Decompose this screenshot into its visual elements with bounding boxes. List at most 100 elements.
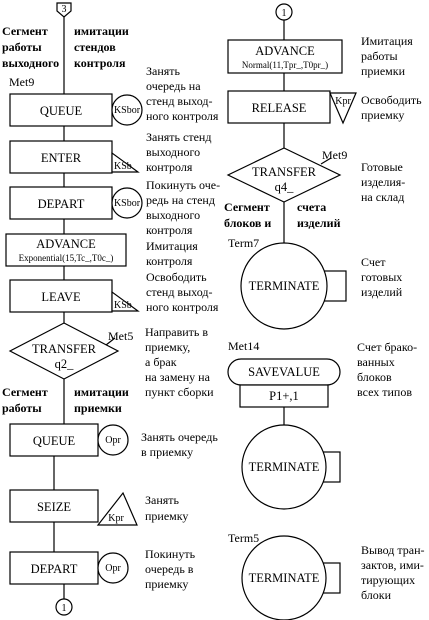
svg-text:QUEUE: QUEUE <box>33 434 76 448</box>
right-top-connector: 1 <box>275 3 293 21</box>
svg-text:контроля: контроля <box>146 160 193 174</box>
svg-text:изделия-: изделия- <box>361 175 405 189</box>
svg-text:работы: работы <box>361 49 398 63</box>
svg-text:зактов, ими-: зактов, ими- <box>361 558 424 572</box>
left-top-connector: 3 <box>56 2 72 18</box>
transfer-block-1: TRANSFER q2_ <box>8 322 120 380</box>
svg-text:выходного: выходного <box>146 145 200 159</box>
svg-text:Направить в: Направить в <box>145 325 208 339</box>
note-release: Освободить приемку <box>361 93 422 122</box>
note-advance-2: Имитация работы приемки <box>361 34 413 78</box>
enter-tag-triangle <box>111 151 140 173</box>
svg-text:SAVEVALUE: SAVEVALUE <box>248 365 320 379</box>
svg-text:редь на стенд: редь на стенд <box>146 193 215 207</box>
release-tag-triangle <box>329 92 357 125</box>
svg-text:Готовые: Готовые <box>361 160 403 174</box>
seize-block: SEIZE Kpr <box>9 489 138 526</box>
svg-text:работы: работы <box>2 401 42 415</box>
note-savevalue: Счет брако- ванных блоков всех типов <box>357 340 417 399</box>
svg-text:1: 1 <box>282 8 287 19</box>
svg-text:TERMINATE: TERMINATE <box>249 571 320 585</box>
svg-text:приемки: приемки <box>361 64 406 78</box>
svg-text:DEPART: DEPART <box>31 562 78 576</box>
svg-text:блоков и: блоков и <box>224 216 271 230</box>
label-met14: Met14 <box>228 339 259 353</box>
note-transfer-2: Готовые изделия- на склад <box>361 160 405 204</box>
svg-text:q2_: q2_ <box>55 357 75 371</box>
svg-text:приемку: приемку <box>145 509 188 523</box>
svg-text:Opr: Opr <box>105 435 121 446</box>
note-terminate-3: Вывод тран- зактов, ими- тирующих блоки <box>361 543 425 602</box>
svg-text:Сегмент: Сегмент <box>2 24 48 38</box>
note-terminate-1: Счет готовых изделий <box>361 255 403 299</box>
svg-text:3: 3 <box>62 4 67 15</box>
svg-text:Имитация: Имитация <box>146 239 198 253</box>
svg-text:имитации: имитации <box>74 24 129 38</box>
svg-text:изделий: изделий <box>361 285 403 299</box>
svg-text:имитации: имитации <box>74 385 129 399</box>
label-term5: Term5 <box>228 531 259 545</box>
queue2-tag-circle <box>97 424 129 456</box>
svg-text:Имитация: Имитация <box>361 34 413 48</box>
svg-text:QUEUE: QUEUE <box>40 104 83 118</box>
segment-heading-blocks: Сегмент блоков и счета изделий <box>224 200 341 230</box>
svg-text:Вывод тран-: Вывод тран- <box>361 543 425 557</box>
svg-text:на замену на: на замену на <box>145 370 211 384</box>
svg-text:ванных: ванных <box>357 355 395 369</box>
terminate-block-2: TERMINATE <box>241 424 341 510</box>
svg-text:изделий: изделий <box>297 216 341 230</box>
svg-text:Kpr: Kpr <box>335 96 351 107</box>
seize-tag-triangle <box>96 491 138 526</box>
svg-text:DEPART: DEPART <box>38 197 85 211</box>
release-block: RELEASE Kpr <box>227 90 357 125</box>
label-met9-right: Met9 <box>322 148 347 162</box>
svg-text:q4_: q4_ <box>275 180 295 194</box>
svg-text:TERMINATE: TERMINATE <box>249 460 320 474</box>
depart-block-2: DEPART Opr <box>9 551 129 585</box>
svg-text:TRANSFER: TRANSFER <box>252 165 317 179</box>
svg-text:TERMINATE: TERMINATE <box>249 279 320 293</box>
svg-text:LEAVE: LEAVE <box>41 290 81 304</box>
svg-text:приемку: приемку <box>361 108 404 122</box>
svg-text:контроля: контроля <box>74 56 126 70</box>
svg-text:Занять очередь: Занять очередь <box>141 430 218 444</box>
svg-text:приемку,: приемку, <box>145 340 190 354</box>
queue-block-2: QUEUE Opr <box>9 423 129 457</box>
svg-text:Normal(11,Tpr_,T0pr_): Normal(11,Tpr_,T0pr_) <box>242 60 328 70</box>
svg-text:Сегмент: Сегмент <box>2 385 48 399</box>
terminate-block-1: TERMINATE <box>240 242 347 330</box>
note-enter: Занять стенд выходного контроля <box>146 130 211 174</box>
label-met5: Met5 <box>108 329 133 343</box>
svg-text:ного контроля: ного контроля <box>146 300 219 314</box>
svg-text:на склад: на склад <box>361 190 404 204</box>
svg-text:контроля: контроля <box>146 223 193 237</box>
svg-text:а брак: а брак <box>145 355 177 369</box>
svg-text:Счет брако-: Счет брако- <box>357 340 417 354</box>
svg-text:очередь на: очередь на <box>146 79 201 93</box>
svg-text:TRANSFER: TRANSFER <box>32 342 97 356</box>
svg-text:RELEASE: RELEASE <box>252 101 307 115</box>
svg-text:всех типов: всех типов <box>357 385 412 399</box>
svg-text:очередь в: очередь в <box>145 562 194 576</box>
note-queue-2: Занять очередь в приемку <box>141 430 218 459</box>
svg-text:приемки: приемки <box>74 401 122 415</box>
svg-text:Kpr: Kpr <box>108 513 124 524</box>
note-depart-2: Покинуть очередь в приемку <box>145 547 196 591</box>
queue-block-1: QUEUE KSbor <box>9 93 143 127</box>
svg-text:SEIZE: SEIZE <box>37 500 71 514</box>
svg-text:ADVANCE: ADVANCE <box>36 237 96 251</box>
svg-text:выходного: выходного <box>146 208 200 222</box>
svg-text:1: 1 <box>62 603 67 614</box>
note-transfer-1: Направить в приемку, а брак на замену на… <box>145 325 214 399</box>
svg-text:Занять: Занять <box>145 493 180 507</box>
svg-text:блоки: блоки <box>361 588 392 602</box>
svg-text:ENTER: ENTER <box>41 151 82 165</box>
svg-text:в приемку: в приемку <box>141 445 193 459</box>
segment-heading-output-control: Сегмент работы выходного имитации стендо… <box>2 24 129 70</box>
svg-text:Занять стенд: Занять стенд <box>146 130 211 144</box>
svg-text:Счет: Счет <box>361 255 386 269</box>
leave-tag-triangle <box>111 290 140 312</box>
svg-text:KSbor: KSbor <box>114 105 141 116</box>
label-met9: Met9 <box>9 75 34 89</box>
svg-text:ADVANCE: ADVANCE <box>255 44 315 58</box>
